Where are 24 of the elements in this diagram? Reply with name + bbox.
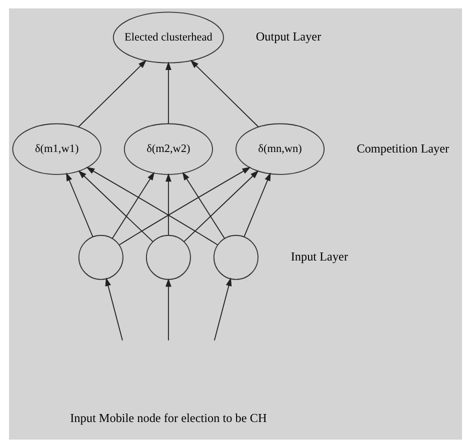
label: Input Layer: [290, 250, 348, 264]
arrow: [78, 170, 154, 242]
arrow: [105, 278, 123, 341]
node-circle: [213, 234, 258, 280]
node-circle: [146, 234, 191, 280]
arrow: [78, 60, 147, 128]
arrow: [182, 172, 225, 239]
arrow: [214, 278, 232, 341]
label: Competition Layer: [356, 141, 450, 156]
arrow: [118, 166, 251, 246]
arrow: [244, 172, 271, 238]
arrow: [165, 62, 172, 124]
arrow: [190, 60, 259, 128]
arrow: [112, 172, 155, 239]
arrow: [66, 172, 94, 238]
label: Input Mobile node for election to be CH: [70, 411, 267, 426]
arrow: [165, 173, 172, 236]
node-circle: [78, 234, 124, 280]
arrow: [86, 166, 218, 246]
node-ellipse: δ(m2,w2): [124, 123, 213, 175]
node-ellipse: Elected clusterhead: [112, 12, 224, 64]
label: Output Layer: [256, 30, 322, 44]
arrow: [165, 278, 172, 341]
arrow: [184, 170, 259, 242]
